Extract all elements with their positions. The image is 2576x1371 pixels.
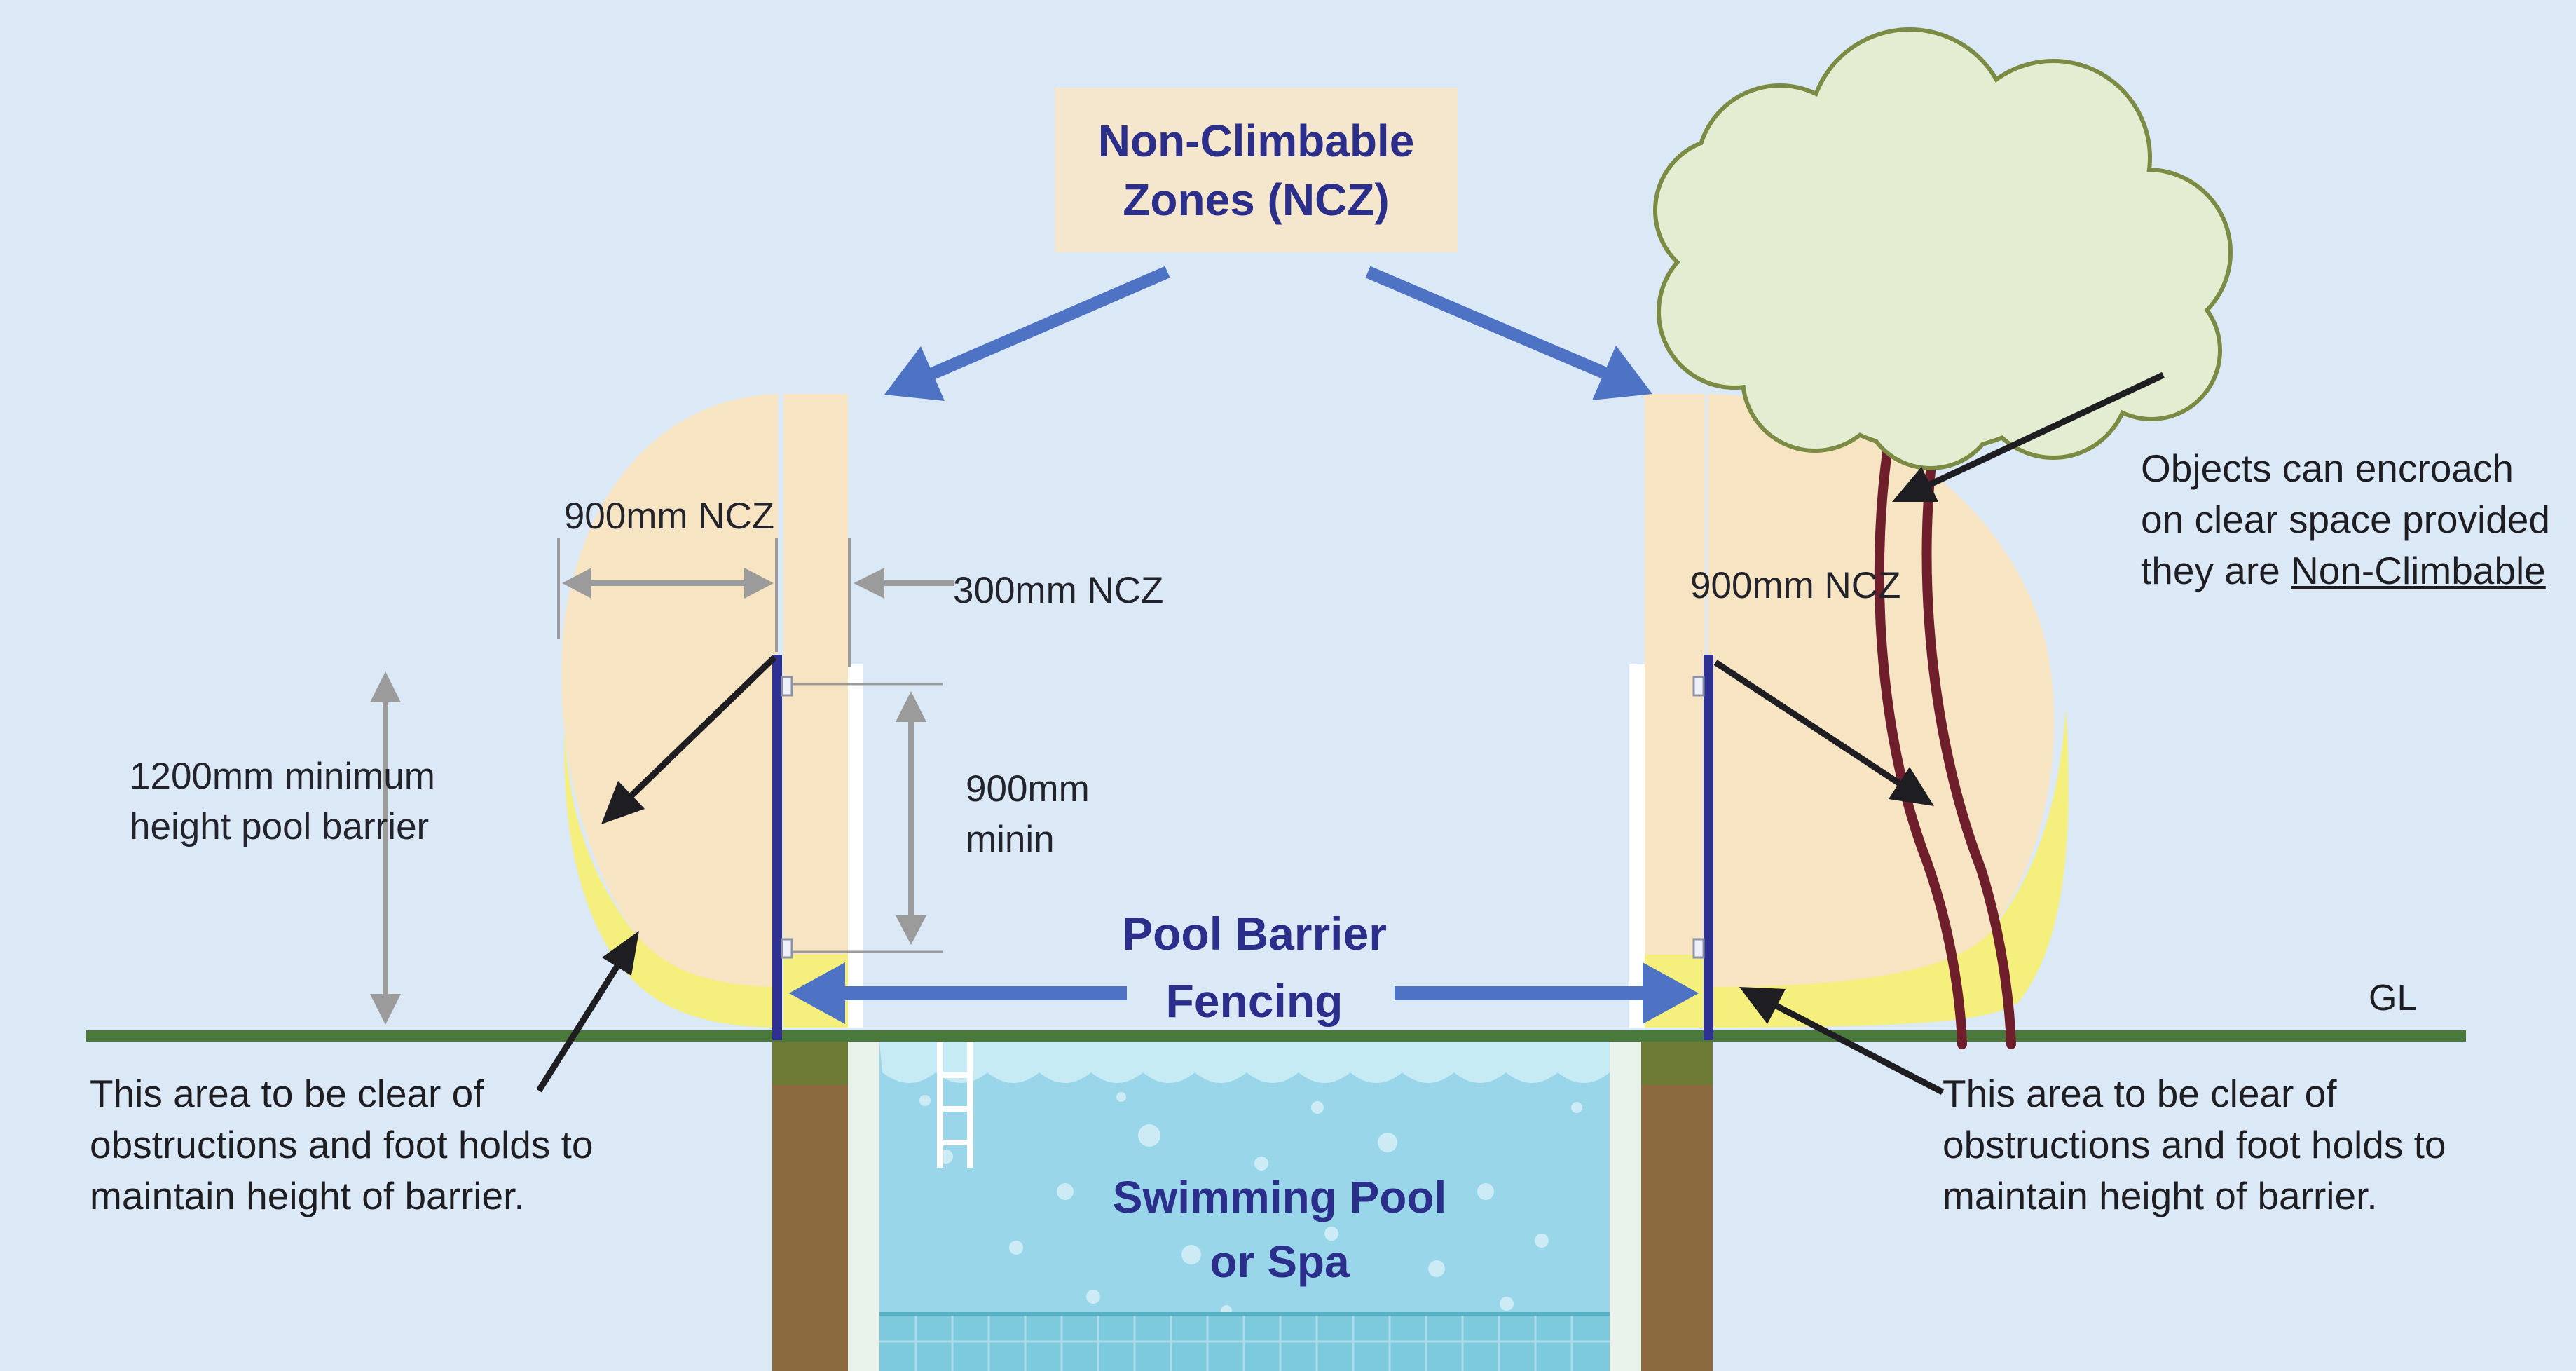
arrow-title-left xyxy=(926,266,1170,381)
objects-note-line3-prefix: they are xyxy=(2141,549,2291,592)
ground-level-label: GL xyxy=(2369,978,2418,1018)
ground-line xyxy=(86,1030,2466,1042)
dirt-right xyxy=(1640,1042,1713,1371)
tree-graphic xyxy=(1653,27,2233,1049)
tree-trunks xyxy=(1874,416,2016,1049)
objects-note-line1: Objects can encroach xyxy=(2141,446,2514,490)
measurement-marks xyxy=(370,538,954,1025)
pool-floor-edge xyxy=(879,1312,1610,1316)
arrow-railgap-head-top xyxy=(896,691,926,722)
ncz-zone-left xyxy=(561,394,863,1028)
barrier-height-line2: height pool barrier xyxy=(130,806,430,847)
fence-rail-markers xyxy=(781,676,1705,959)
clear-note-left-line3: maintain height of barrier. xyxy=(90,1174,525,1217)
clear-area-note-right: This area to be clear of obstructions an… xyxy=(1943,1068,2446,1222)
ncz-right-strip xyxy=(1645,394,1705,955)
objects-note-line2: on clear space provided xyxy=(2141,498,2550,541)
objects-encroach-note: Objects can encroach on clear space prov… xyxy=(2141,443,2550,596)
ncz-zone-right xyxy=(1629,394,2069,1028)
pool-graphic xyxy=(772,1042,1713,1371)
arrow-300-head xyxy=(854,568,884,599)
clear-note-right-line1: This area to be clear of xyxy=(1943,1072,2337,1115)
rail-gap-label: 900mm minin xyxy=(966,764,1090,865)
arrow-title-right xyxy=(1365,266,1610,381)
arrow-railgap-head-bottom xyxy=(896,915,926,945)
ncz-right-white-gap xyxy=(1629,664,1645,1028)
pool-waves xyxy=(879,1042,1610,1083)
arrow-objects-note xyxy=(1926,371,2165,489)
dirt-left xyxy=(772,1042,848,1371)
arrow-900-head-left xyxy=(562,568,591,599)
pool-wall-left xyxy=(848,1042,879,1371)
mid-ncz-measurement-label: 300mm NCZ xyxy=(953,570,1164,611)
arrow-fence-left xyxy=(626,655,777,800)
fence-left xyxy=(772,655,782,1040)
fence-right xyxy=(1704,655,1713,1040)
barrier-height-line1: 1200mm minimum xyxy=(130,756,435,797)
clear-note-left-line1: This area to be clear of xyxy=(90,1072,484,1115)
arrow-clear-left xyxy=(536,962,622,1093)
arrow-fence-right xyxy=(1713,660,1904,788)
pool-label-line2: or Spa xyxy=(1210,1236,1350,1287)
objects-note-underlined: Non-Climbable xyxy=(2291,549,2546,592)
swimming-pool-label: Swimming Pool or Spa xyxy=(1069,1165,1490,1294)
barrier-height-label: 1200mm minimum height pool barrier xyxy=(130,751,435,852)
blue-arrows xyxy=(789,266,1699,1024)
rail-gap-line1: 900mm xyxy=(966,768,1090,810)
dirt-right-topsoil xyxy=(1640,1042,1713,1085)
pool-label-line1: Swimming Pool xyxy=(1112,1172,1447,1222)
left-ncz-measurement-label: 900mm NCZ xyxy=(563,496,775,537)
ncz-left-strip xyxy=(783,394,848,955)
ncz-right-clear-yellow xyxy=(1708,708,2069,1028)
arrow-clear-right xyxy=(1772,1002,1945,1095)
rail-gap-line2: minin xyxy=(966,819,1055,860)
fencing-label-line2: Fencing xyxy=(1165,975,1343,1027)
ncz-title-line2: Zones (NCZ) xyxy=(1123,174,1390,225)
ncz-left-disc xyxy=(561,394,778,988)
right-ncz-measurement-label: 900mm NCZ xyxy=(1690,565,1901,606)
pool-floor-tiles xyxy=(879,1312,1610,1371)
pool-barrier-fencing-label: Pool Barrier Fencing xyxy=(1044,900,1465,1035)
clear-note-right-line3: maintain height of barrier. xyxy=(1943,1174,2378,1217)
annotation-arrows xyxy=(536,371,2165,1095)
clear-area-note-left: This area to be clear of obstructions an… xyxy=(90,1068,594,1222)
clear-note-left-line2: obstructions and foot holds to xyxy=(90,1123,594,1166)
ncz-left-white-gap xyxy=(848,664,863,1028)
fencing-label-line1: Pool Barrier xyxy=(1122,908,1387,960)
tree-canopy-fill xyxy=(1657,32,2228,466)
pool-wall-right xyxy=(1610,1042,1641,1371)
objects-note-line3: they are Non-Climbable xyxy=(2141,545,2550,596)
clear-note-right-line2: obstructions and foot holds to xyxy=(1943,1123,2446,1166)
pool-ladder xyxy=(937,1042,973,1168)
pool-floor-grid xyxy=(879,1316,1610,1371)
arrow-900-head-right xyxy=(744,568,774,599)
dirt-left-topsoil xyxy=(772,1042,848,1085)
pool-barrier-fences xyxy=(772,655,1713,1040)
ncz-title-box: Non-Climbable Zones (NCZ) xyxy=(1055,88,1458,252)
arrow-1200-head-bottom xyxy=(370,994,401,1025)
ncz-title-line1: Non-Climbable xyxy=(1097,115,1415,166)
arrow-1200-head-top xyxy=(370,671,401,702)
